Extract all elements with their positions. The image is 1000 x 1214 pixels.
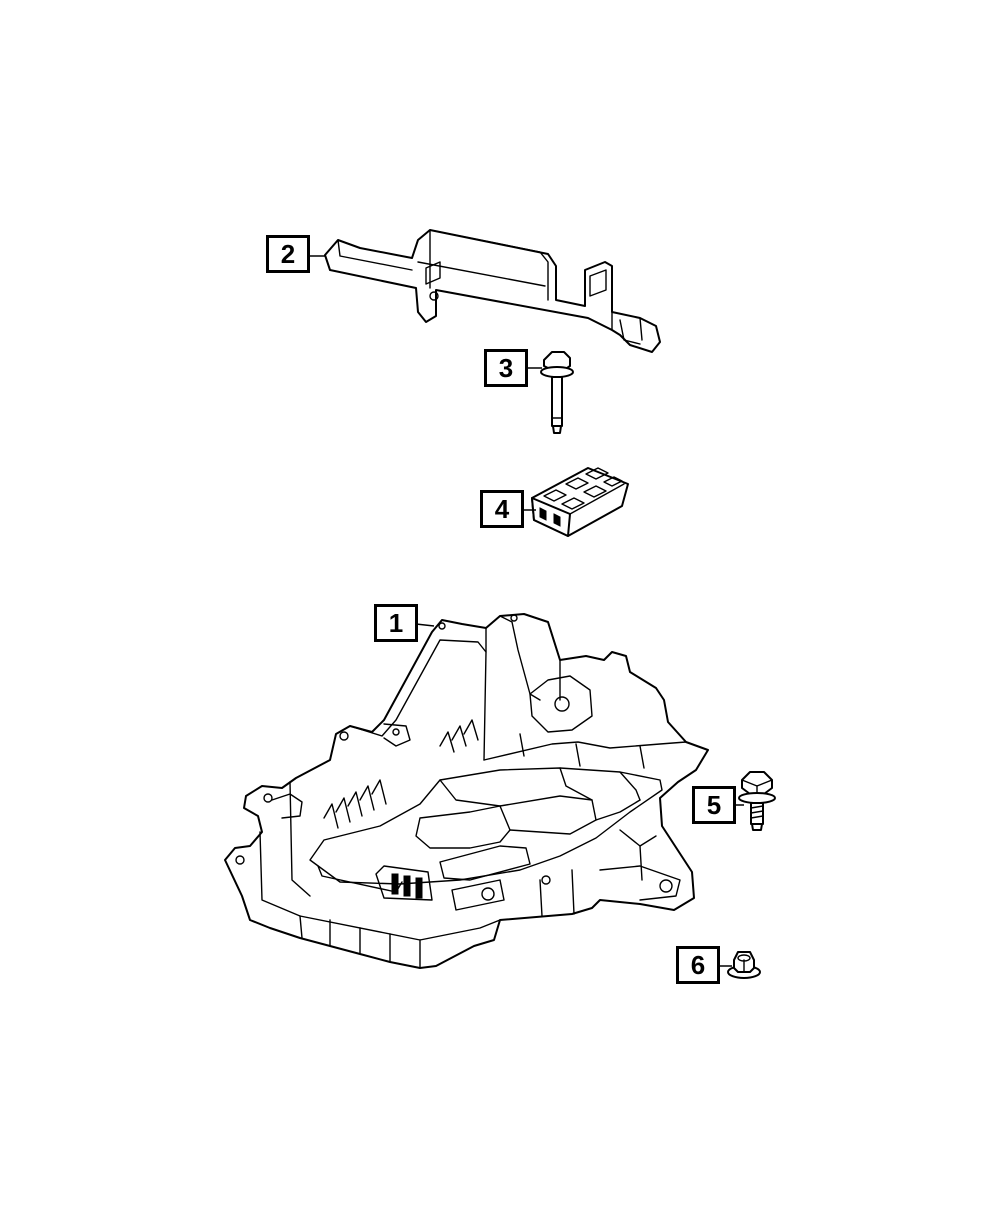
hold-down-bracket-icon[interactable] bbox=[324, 229, 661, 353]
long-bolt-icon[interactable] bbox=[540, 351, 574, 434]
flange-bolt-icon[interactable] bbox=[738, 771, 776, 831]
battery-tray-icon[interactable] bbox=[224, 613, 709, 969]
callout-2[interactable]: 2 bbox=[266, 235, 310, 273]
spacer-block-icon[interactable] bbox=[531, 467, 629, 537]
callout-1[interactable]: 1 bbox=[374, 604, 418, 642]
callout-5[interactable]: 5 bbox=[692, 786, 736, 824]
callout-4[interactable]: 4 bbox=[480, 490, 524, 528]
flange-nut-icon[interactable] bbox=[727, 951, 761, 979]
callout-6[interactable]: 6 bbox=[676, 946, 720, 984]
callout-3[interactable]: 3 bbox=[484, 349, 528, 387]
